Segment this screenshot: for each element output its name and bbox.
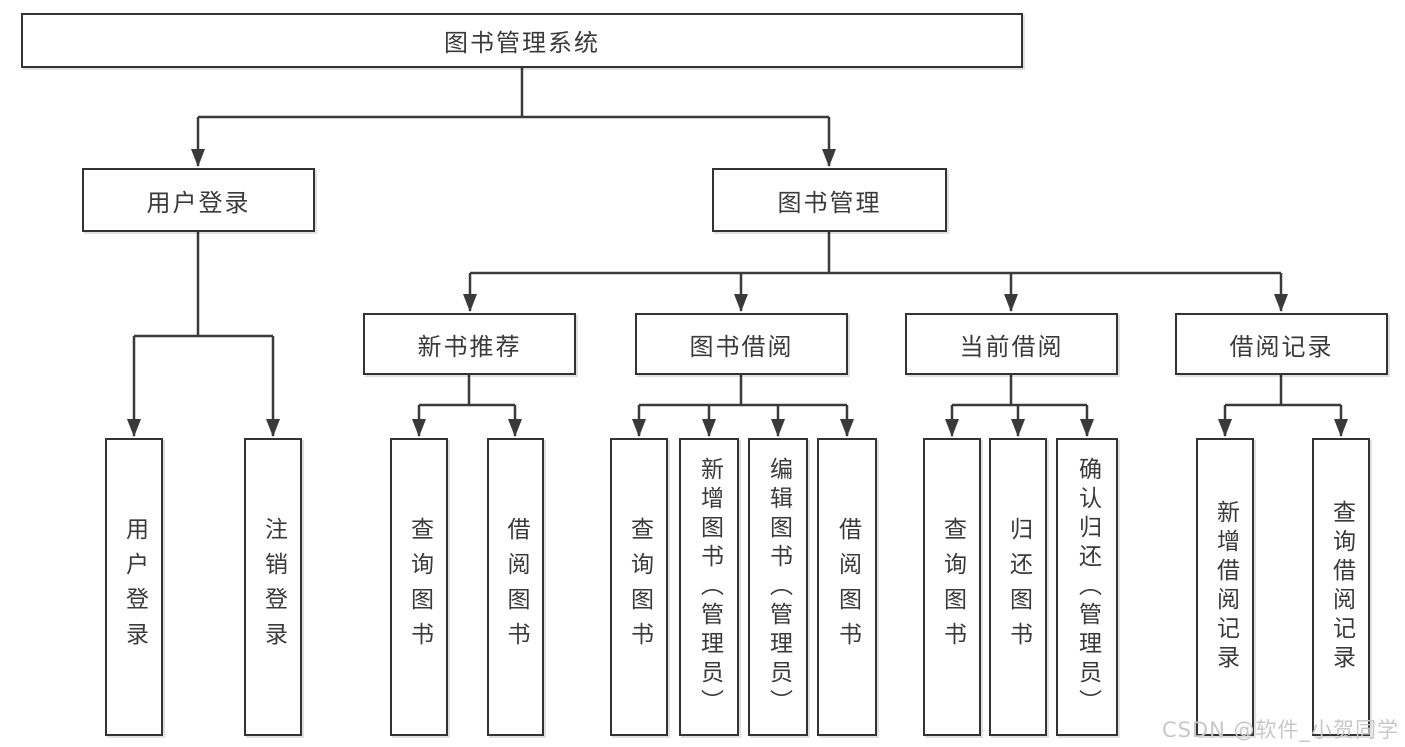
- csdn-watermark: CSDN @软件_小贺同学: [1161, 718, 1399, 742]
- leaf-label: 查询借阅记录: [1328, 500, 1355, 674]
- leaf-query-borrow-record: 查询借阅记录: [1312, 438, 1370, 736]
- node-user-login: 用户登录: [82, 168, 315, 232]
- leaf-label: 查询图书: [626, 517, 653, 657]
- leaf-label: 查询图书: [406, 517, 433, 657]
- node-borrowing-records-label: 借阅记录: [1229, 332, 1334, 361]
- node-current-borrowing: 当前借阅: [905, 313, 1118, 375]
- leaf-label: 借阅图书: [834, 517, 861, 657]
- leaf-label: 编辑图书（管理员）: [765, 456, 792, 718]
- node-borrowing-records: 借阅记录: [1175, 313, 1388, 375]
- leaf-label: 新增借阅记录: [1212, 500, 1239, 674]
- leaf-query-books: 查询图书: [610, 438, 668, 736]
- leaf-label: 归还图书: [1005, 517, 1032, 657]
- leaf-label: 确认归还（管理员）: [1074, 456, 1101, 718]
- node-book-management-label: 图书管理: [777, 188, 882, 217]
- node-new-book-recommend-label: 新书推荐: [417, 332, 522, 361]
- leaf-edit-books-admin: 编辑图书（管理员）: [748, 438, 808, 736]
- leaf-add-books-admin: 新增图书（管理员）: [679, 438, 739, 736]
- node-book-management: 图书管理: [712, 168, 947, 232]
- leaf-confirm-return-admin: 确认归还（管理员）: [1056, 438, 1118, 736]
- node-book-borrowing-label: 图书借阅: [689, 332, 794, 361]
- node-new-book-recommend: 新书推荐: [363, 313, 576, 375]
- leaf-add-borrow-record: 新增借阅记录: [1196, 438, 1254, 736]
- leaf-logout: 注销登录: [244, 438, 302, 736]
- leaf-label: 查询图书: [939, 517, 966, 657]
- node-root-label: 图书管理系统: [444, 29, 600, 57]
- leaf-borrow-books: 借阅图书: [487, 438, 544, 736]
- node-user-login-label: 用户登录: [146, 188, 251, 217]
- leaf-query-books: 查询图书: [923, 438, 981, 736]
- leaf-return-books: 归还图书: [989, 438, 1047, 736]
- leaf-label: 用户登录: [121, 517, 148, 657]
- leaf-query-books: 查询图书: [390, 438, 448, 736]
- leaf-user-login: 用户登录: [105, 438, 163, 736]
- leaf-label: 注销登录: [260, 517, 287, 657]
- leaf-borrow-books: 借阅图书: [817, 438, 877, 736]
- node-current-borrowing-label: 当前借阅: [959, 332, 1064, 361]
- leaf-label: 新增图书（管理员）: [696, 456, 723, 718]
- node-root: 图书管理系统: [21, 13, 1023, 68]
- leaf-label: 借阅图书: [503, 517, 529, 657]
- node-book-borrowing: 图书借阅: [635, 313, 848, 375]
